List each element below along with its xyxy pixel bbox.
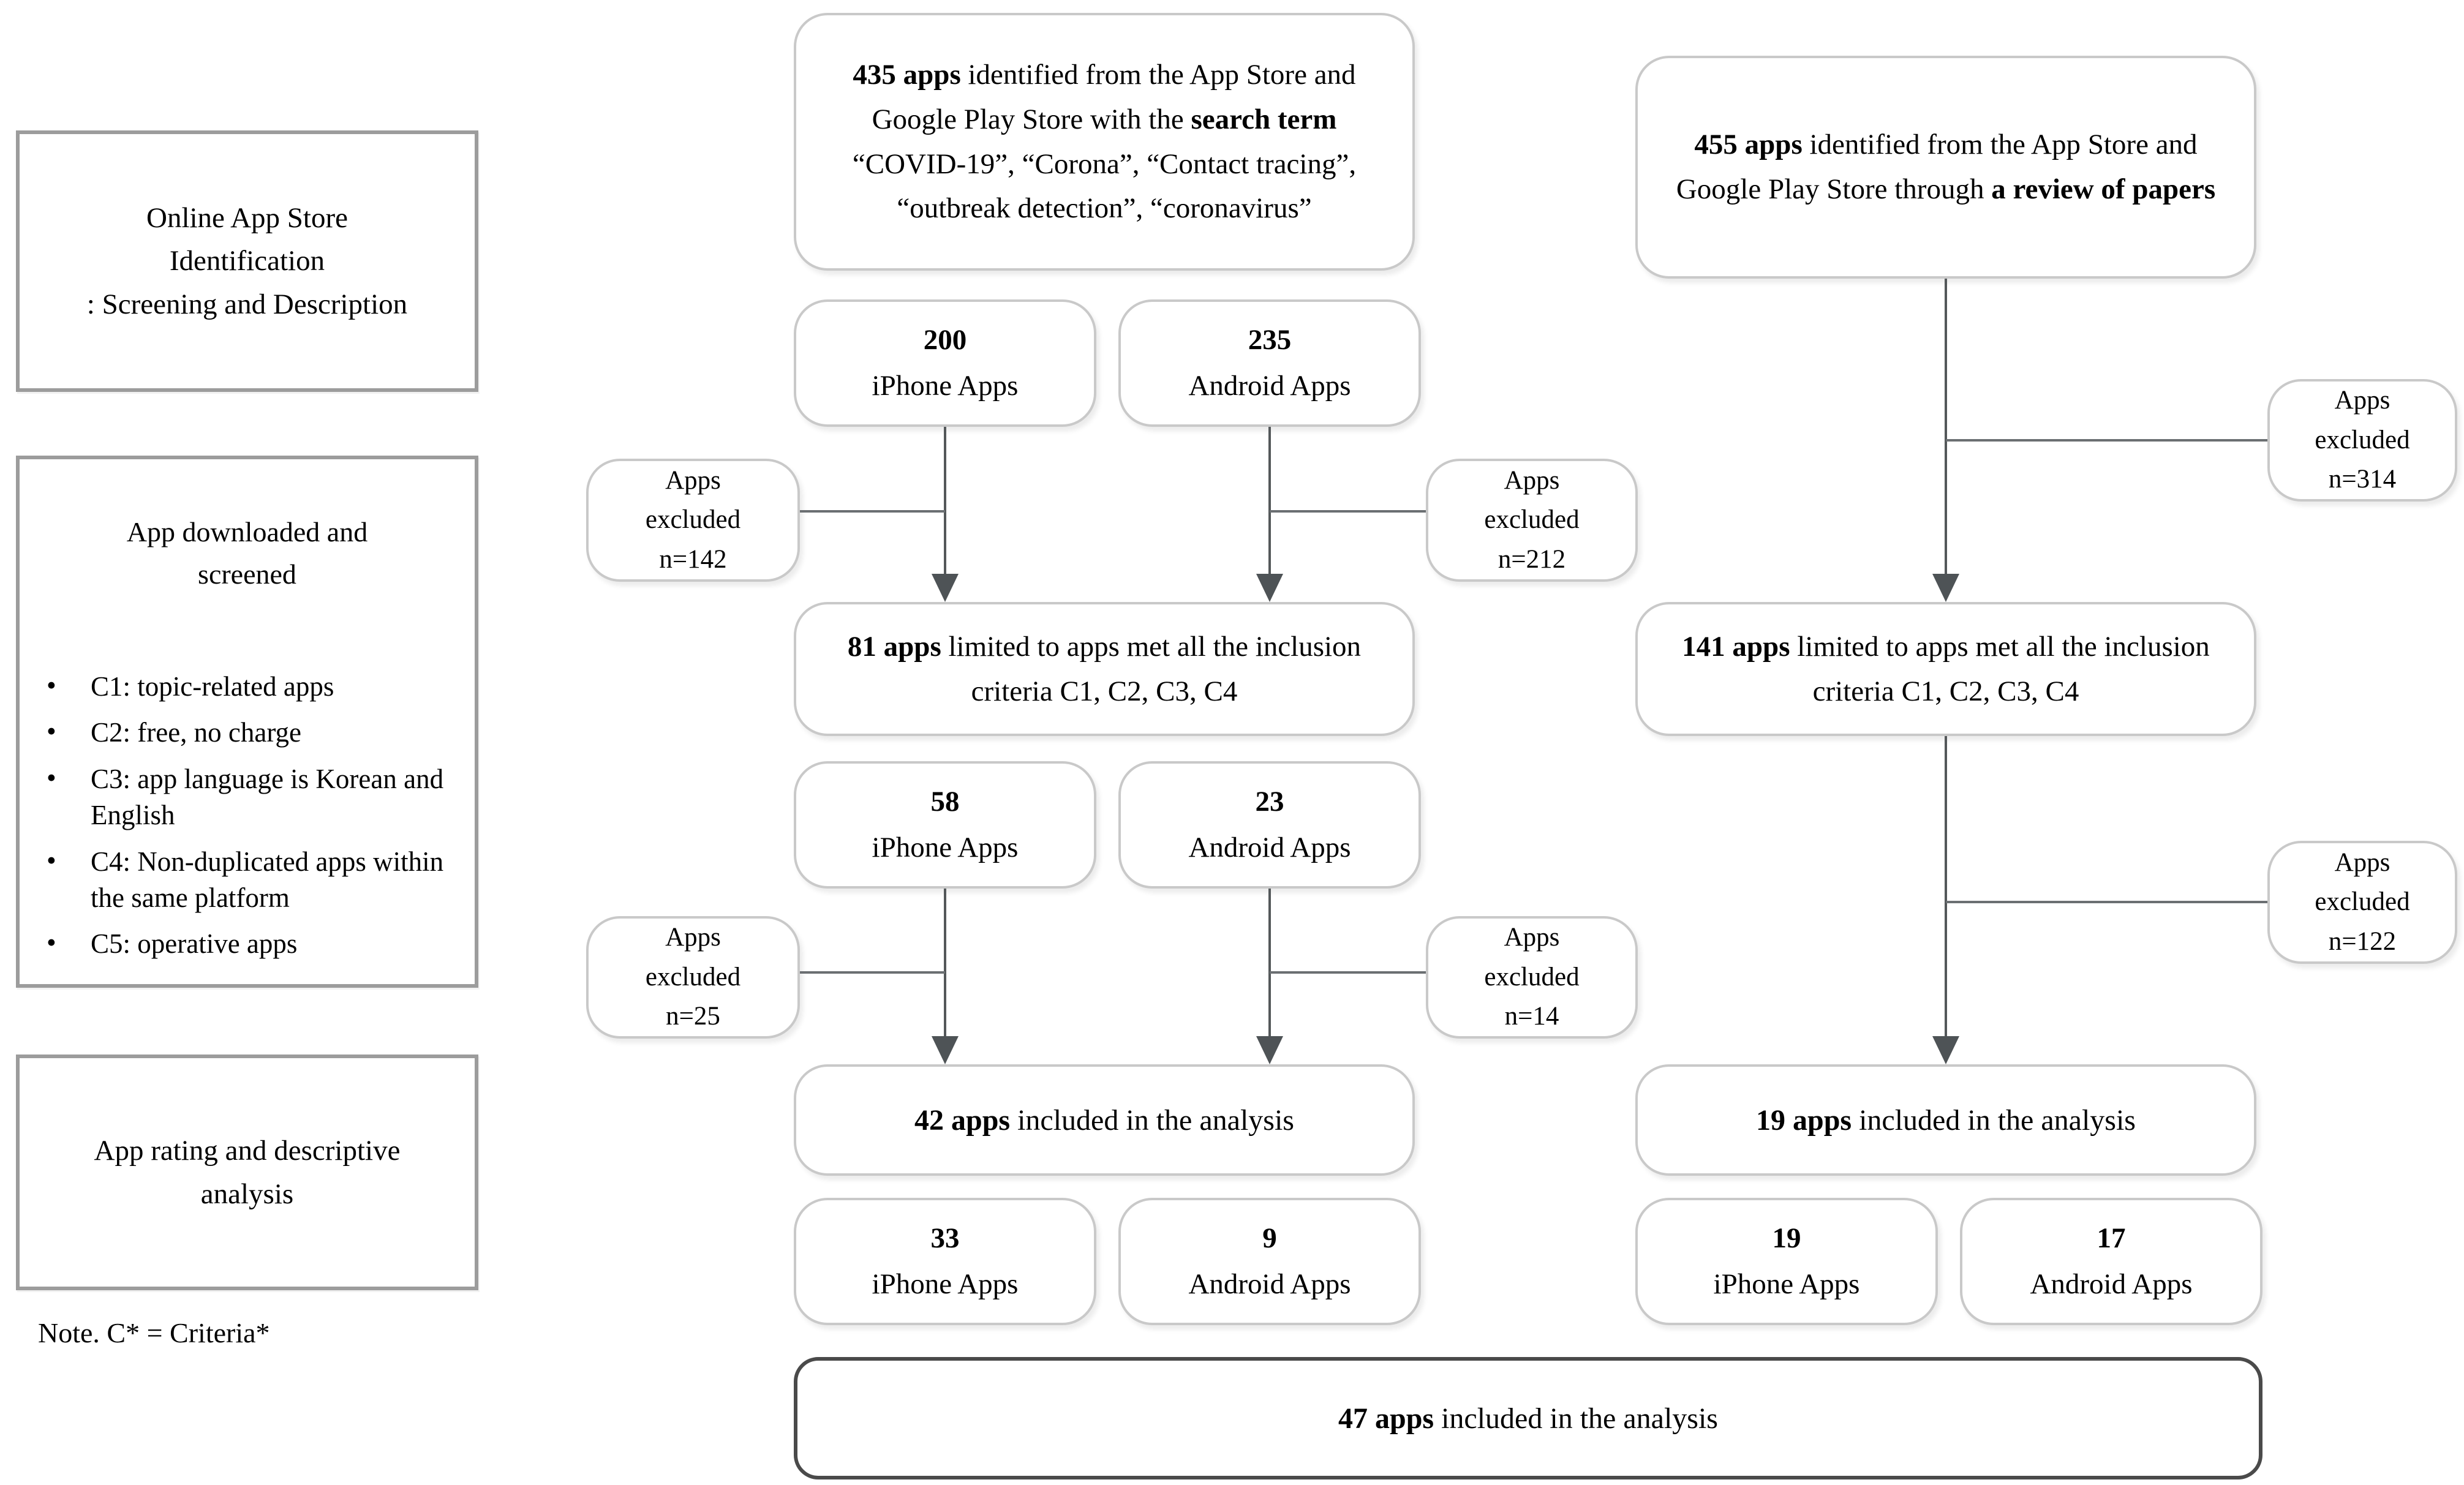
connector-android-initial-down — [1268, 427, 1271, 577]
criteria-item-c3: C3: app language is Korean and English — [44, 760, 456, 834]
android-initial-text: 235 Android Apps — [1188, 317, 1351, 409]
identified-review-text: 455 apps identified from the App Store a… — [1676, 129, 2216, 205]
identified-review-count: 455 apps — [1694, 129, 1803, 161]
box-android-final-review: 17 Android Apps — [1960, 1198, 2262, 1325]
android-final-search-count: 9 — [1262, 1222, 1277, 1254]
box-total-included: 47 apps included in the analysis — [794, 1357, 2262, 1479]
iphone-final-review-count: 19 — [1772, 1222, 1801, 1254]
iphone-initial-label: iPhone Apps — [872, 370, 1019, 402]
android-final-review-text: 17 Android Apps — [2030, 1216, 2192, 1307]
box-excluded-iphone-1: Apps excluded n=142 — [586, 459, 800, 582]
iphone-screened-count: 58 — [930, 785, 960, 818]
included-search-text: 42 apps included in the analysis — [914, 1103, 1294, 1137]
box-android-initial: 235 Android Apps — [1118, 299, 1421, 427]
connector-excluded-android-2 — [1270, 971, 1426, 974]
iphone-final-search-text: 33 iPhone Apps — [872, 1216, 1019, 1307]
connector-excluded-iphone-1 — [800, 510, 945, 513]
box-included-review: 19 apps included in the analysis — [1635, 1064, 2256, 1176]
stage-box-analysis: App rating and descriptive analysis — [16, 1055, 478, 1290]
connector-review-identified-down — [1945, 279, 1947, 574]
connector-iphone-initial-down — [944, 427, 946, 577]
iphone-screened-label: iPhone Apps — [872, 832, 1019, 863]
iphone-initial-count: 200 — [923, 323, 967, 356]
total-included-text: 47 apps included in the analysis — [1338, 1402, 1718, 1435]
box-android-final-search: 9 Android Apps — [1118, 1198, 1421, 1325]
arrowhead-review-limited-icon — [1932, 1036, 1959, 1064]
criteria-item-c4: C4: Non-duplicated apps within the same … — [44, 843, 456, 917]
box-excluded-android-2: Apps excluded n=14 — [1426, 916, 1638, 1039]
iphone-initial-text: 200 iPhone Apps — [872, 317, 1019, 409]
android-final-review-count: 17 — [2097, 1222, 2126, 1254]
android-screened-count: 23 — [1255, 785, 1284, 818]
box-excluded-review-2: Apps excluded n=122 — [2267, 841, 2457, 964]
android-initial-count: 235 — [1248, 323, 1292, 356]
box-iphone-final-review: 19 iPhone Apps — [1635, 1198, 1938, 1325]
box-limited-review: 141 apps limited to apps met all the inc… — [1635, 602, 2256, 736]
included-search-count: 42 apps — [914, 1103, 1011, 1137]
criteria-item-c2: C2: free, no charge — [44, 713, 456, 751]
android-screened-text: 23 Android Apps — [1188, 779, 1351, 871]
android-initial-label: Android Apps — [1188, 370, 1351, 402]
arrowhead-review-identified-icon — [1932, 574, 1959, 602]
box-excluded-iphone-2: Apps excluded n=25 — [586, 916, 800, 1039]
iphone-final-search-count: 33 — [930, 1222, 960, 1254]
box-identified-search: 435 apps identified from the App Store a… — [794, 13, 1415, 271]
android-final-review-label: Android Apps — [2030, 1268, 2193, 1300]
iphone-screened-text: 58 iPhone Apps — [872, 779, 1019, 871]
arrowhead-android-screened-icon — [1256, 1036, 1283, 1064]
box-excluded-android-1: Apps excluded n=212 — [1426, 459, 1638, 582]
box-iphone-initial: 200 iPhone Apps — [794, 299, 1096, 427]
box-excluded-review-1: Apps excluded n=314 — [2267, 379, 2457, 502]
android-screened-label: Android Apps — [1188, 832, 1351, 863]
limited-review-text: 141 apps limited to apps met all the inc… — [1682, 630, 2210, 707]
connector-excluded-review-2 — [1946, 901, 2267, 903]
stage-screening-title: App downloaded and screened — [126, 516, 368, 590]
stage-analysis-label: App rating and descriptive analysis — [94, 1135, 401, 1210]
iphone-final-review-label: iPhone Apps — [1713, 1268, 1860, 1300]
box-identified-review: 455 apps identified from the App Store a… — [1635, 56, 2256, 279]
criteria-item-c1: C1: topic-related apps — [44, 667, 456, 705]
included-review-text: 19 apps included in the analysis — [1756, 1103, 2136, 1137]
connector-iphone-screened-down — [944, 889, 946, 1036]
stage-box-screening: App downloaded and screened C1: topic-re… — [16, 456, 478, 988]
android-final-search-label: Android Apps — [1188, 1268, 1351, 1300]
limited-search-count: 81 apps — [847, 630, 941, 663]
arrowhead-iphone-initial-icon — [932, 574, 959, 602]
connector-excluded-android-1 — [1270, 510, 1426, 513]
footnote: Note. C* = Criteria* — [38, 1317, 270, 1348]
connector-android-screened-down — [1268, 889, 1271, 1036]
criteria-item-c5: C5: operative apps — [44, 925, 456, 962]
box-iphone-screened: 58 iPhone Apps — [794, 761, 1096, 889]
stage-box-identification: Online App Store Identification : Screen… — [16, 130, 478, 392]
criteria-list: C1: topic-related apps C2: free, no char… — [20, 667, 475, 963]
connector-review-limited-down — [1945, 736, 1947, 1036]
box-android-screened: 23 Android Apps — [1118, 761, 1421, 889]
identified-search-text: 435 apps identified from the App Store a… — [852, 58, 1357, 225]
iphone-final-search-label: iPhone Apps — [872, 1268, 1019, 1300]
included-review-count: 19 apps — [1756, 1103, 1852, 1137]
android-final-search-text: 9 Android Apps — [1188, 1216, 1351, 1307]
limited-review-count: 141 apps — [1682, 630, 1790, 663]
limited-search-text: 81 apps limited to apps met all the incl… — [847, 630, 1362, 707]
arrowhead-android-initial-icon — [1256, 574, 1283, 602]
box-included-search: 42 apps included in the analysis — [794, 1064, 1415, 1176]
total-included-count: 47 apps — [1338, 1402, 1434, 1435]
iphone-final-review-text: 19 iPhone Apps — [1714, 1216, 1860, 1307]
box-limited-search: 81 apps limited to apps met all the incl… — [794, 602, 1415, 736]
identified-search-count: 435 apps — [853, 58, 961, 91]
connector-excluded-review-1 — [1946, 439, 2267, 442]
connector-excluded-iphone-2 — [800, 971, 945, 974]
box-iphone-final-search: 33 iPhone Apps — [794, 1198, 1096, 1325]
arrowhead-iphone-screened-icon — [932, 1036, 959, 1064]
stage-identification-label: Online App Store Identification : Screen… — [86, 201, 408, 320]
